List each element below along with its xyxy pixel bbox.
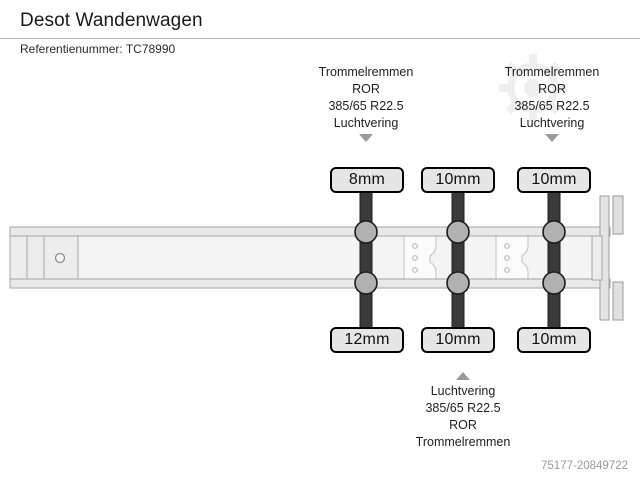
- brake-lining-badge-top-axle-1: 8mm: [330, 167, 404, 193]
- spec-line-tyre: 385/65 R22.5: [328, 99, 404, 113]
- spec-label-front-right: Trommelremmen ROR 385/65 R22.5 Luchtveri…: [478, 64, 626, 142]
- reference-number: Referentienummer: TC78990: [20, 42, 176, 56]
- header-divider: [0, 38, 640, 39]
- arrow-up-icon: [456, 372, 470, 380]
- spec-line-tyre: 385/65 R22.5: [425, 401, 501, 415]
- brake-lining-badge-bottom-axle-3: 10mm: [517, 327, 591, 353]
- spec-line-suspension: Luchtvering: [430, 384, 496, 398]
- spec-line-brakes: Trommelremmen: [504, 65, 600, 79]
- spec-line-brakes: Trommelremmen: [318, 65, 414, 79]
- page-title: Desot Wandenwagen: [20, 10, 203, 31]
- brake-lining-badge-bottom-axle-1: 12mm: [330, 327, 404, 353]
- spec-label-front-left: Trommelremmen ROR 385/65 R22.5 Luchtveri…: [294, 64, 438, 142]
- brake-lining-badge-top-axle-3: 10mm: [517, 167, 591, 193]
- brake-lining-badge-bottom-axle-2: 10mm: [421, 327, 495, 353]
- spec-line-make: ROR: [449, 418, 477, 432]
- footer-reference-id: 75177-20849722: [541, 460, 628, 472]
- spec-line-suspension: Luchtvering: [519, 116, 585, 130]
- arrow-down-icon: [545, 134, 559, 142]
- brake-lining-badge-top-axle-2: 10mm: [421, 167, 495, 193]
- spec-label-rear: Luchtvering 385/65 R22.5 ROR Trommelremm…: [388, 372, 538, 451]
- spec-line-suspension: Luchtvering: [333, 116, 399, 130]
- spec-line-tyre: 385/65 R22.5: [514, 99, 590, 113]
- spec-line-brakes: Trommelremmen: [415, 435, 511, 449]
- spec-line-make: ROR: [352, 82, 380, 96]
- spec-line-make: ROR: [538, 82, 566, 96]
- arrow-down-icon: [359, 134, 373, 142]
